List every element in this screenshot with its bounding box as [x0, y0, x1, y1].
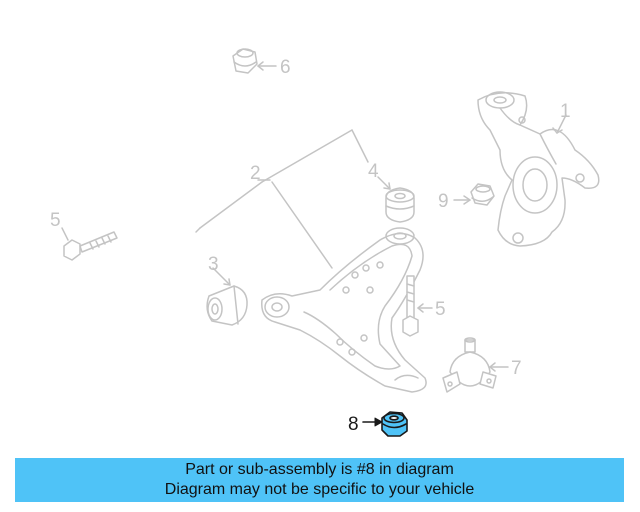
part-7-ball-joint[interactable] — [442, 337, 497, 393]
part-8-nut-highlighted[interactable] — [381, 411, 408, 437]
part-9-nut[interactable] — [470, 183, 495, 206]
callout-6: 6 — [280, 57, 291, 78]
callout-5-left: 5 — [50, 210, 61, 231]
callout-2: 2 — [250, 163, 261, 184]
callout-9: 9 — [438, 191, 449, 212]
part-5-bolt-left[interactable] — [63, 231, 118, 261]
info-banner: Part or sub-assembly is #8 in diagram Di… — [15, 458, 624, 502]
part-1-steering-knuckle[interactable] — [477, 91, 600, 247]
part-3-bushing[interactable] — [206, 285, 248, 326]
banner-line-1: Part or sub-assembly is #8 in diagram — [185, 461, 454, 478]
callout-3: 3 — [208, 254, 219, 275]
banner-line-2: Diagram may not be specific to your vehi… — [164, 481, 475, 498]
part-6-nut[interactable] — [232, 48, 258, 74]
callout-5-right: 5 — [435, 299, 446, 320]
part-4-bushing[interactable] — [385, 187, 415, 223]
part-5-bolt-right[interactable] — [402, 275, 419, 337]
part-2-control-arm[interactable] — [261, 227, 427, 393]
callout-4: 4 — [368, 161, 379, 182]
callout-7: 7 — [511, 358, 522, 379]
callout-8: 8 — [348, 414, 359, 435]
callout-1: 1 — [560, 101, 571, 122]
